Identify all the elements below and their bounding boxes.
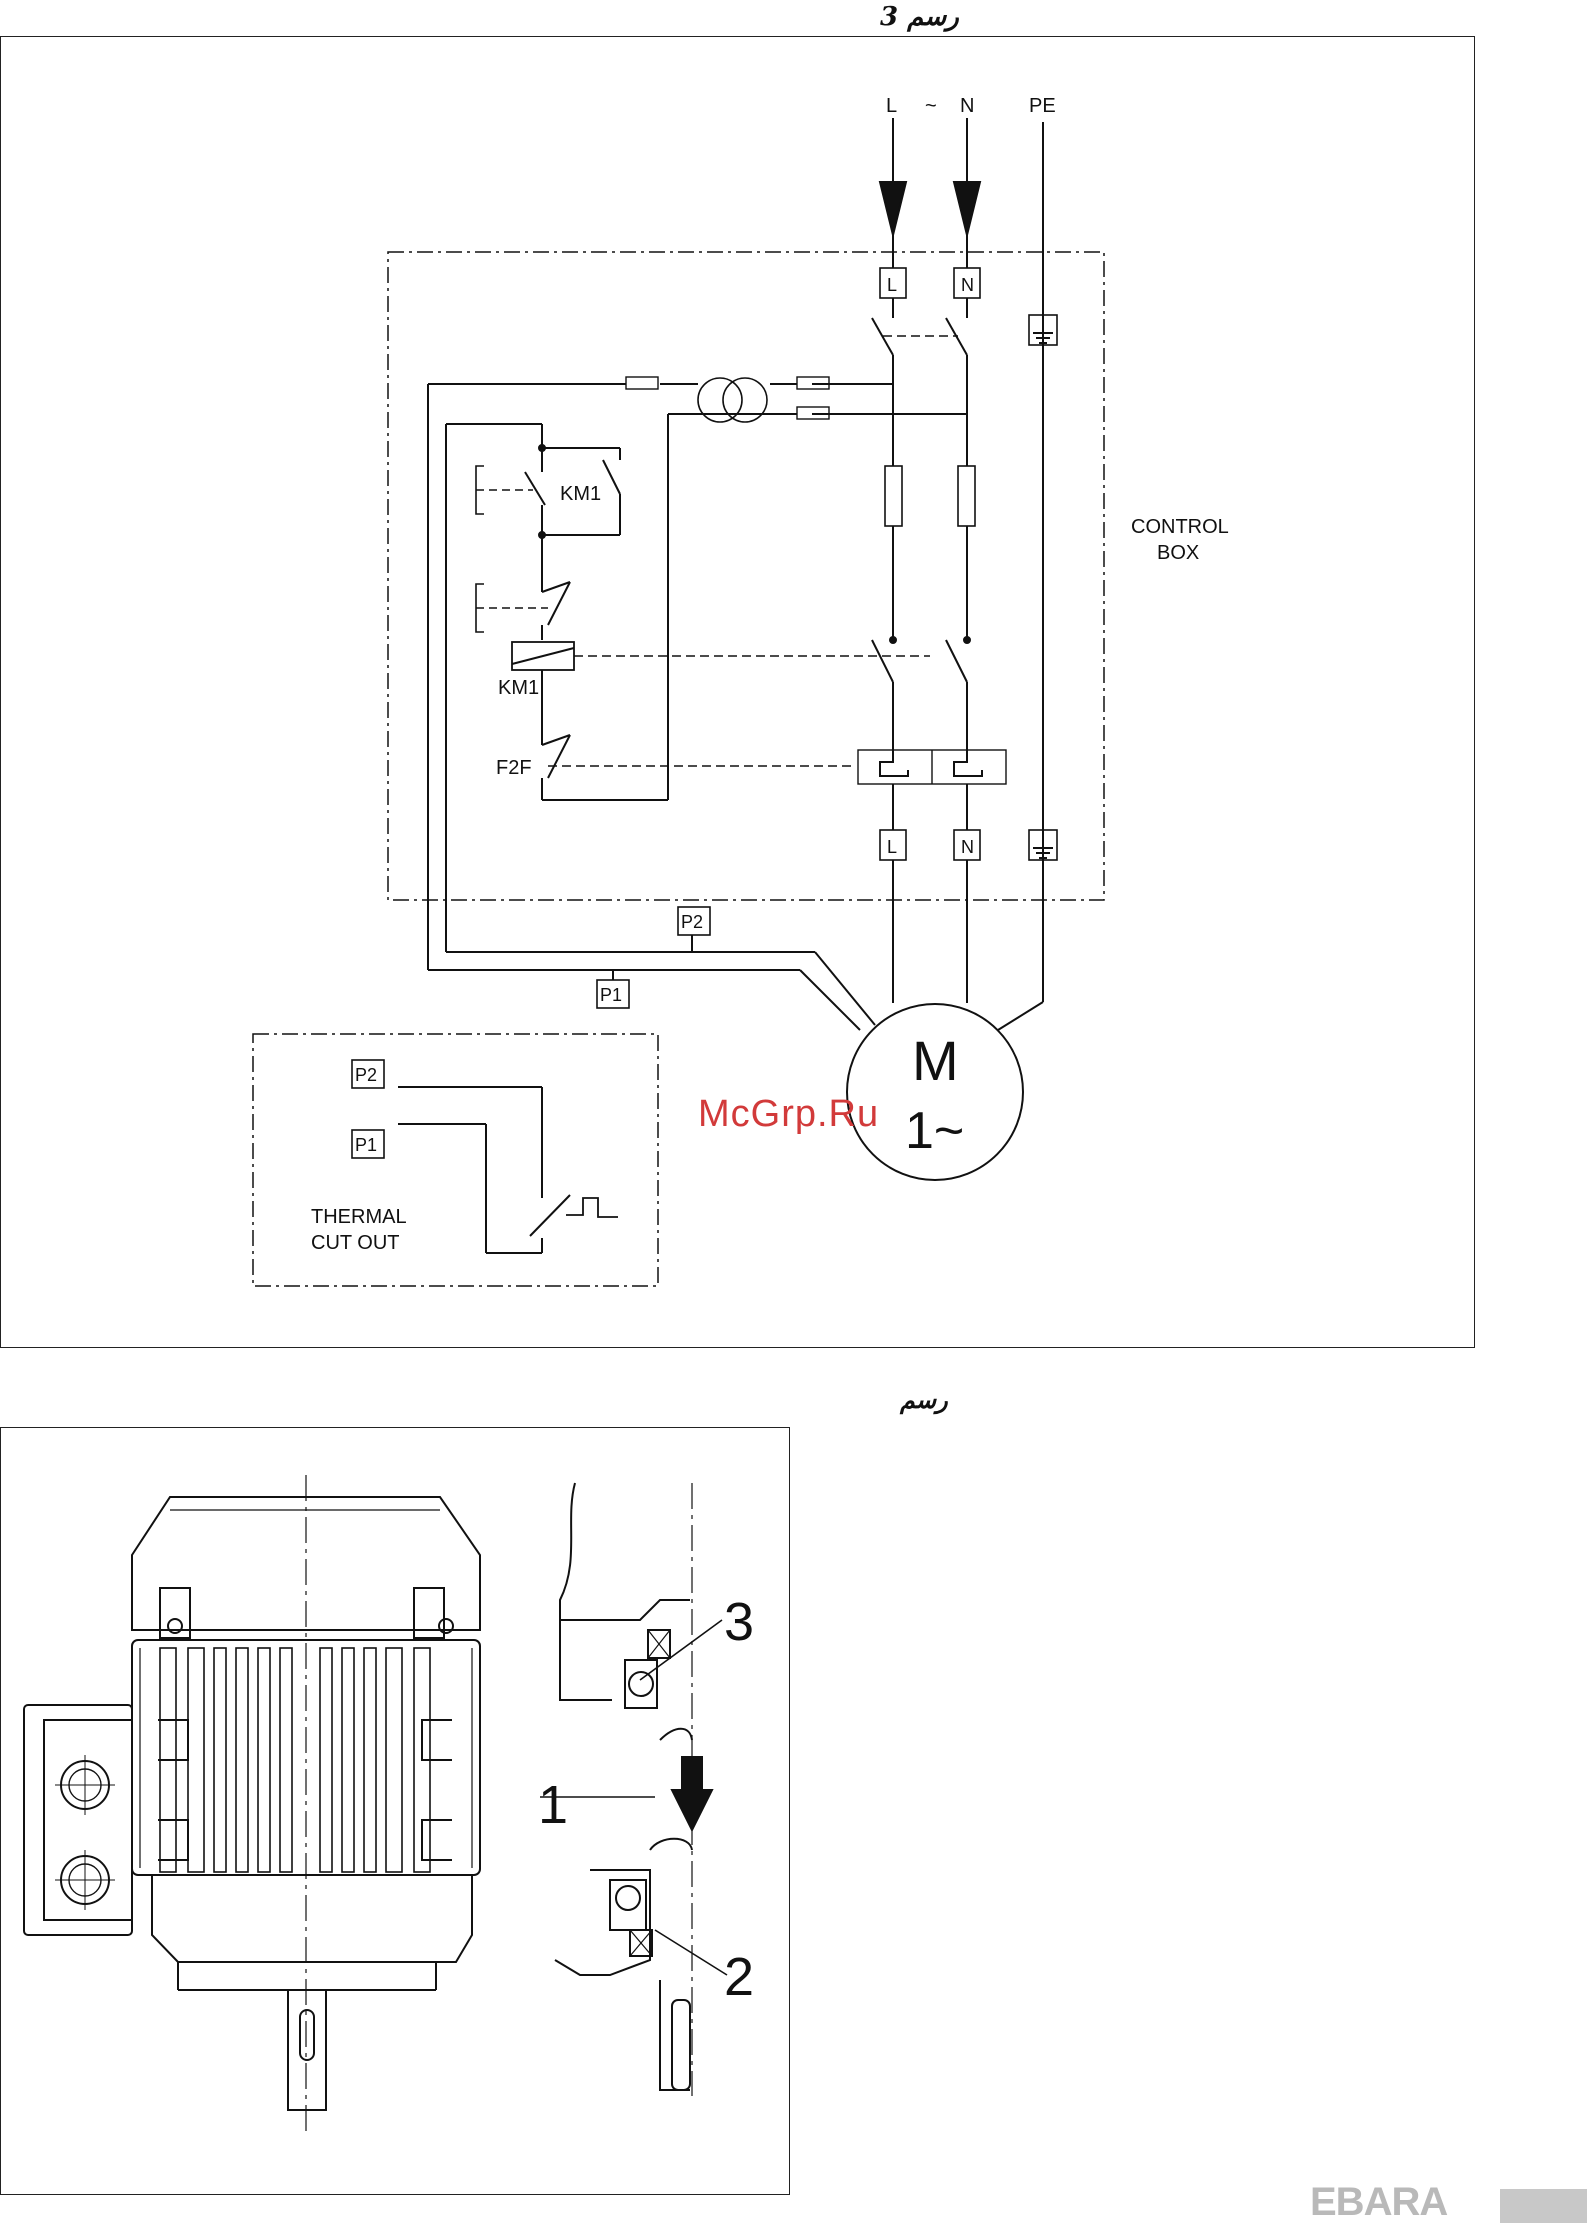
callout-2-label: 2 [724,1947,754,2007]
probe-P2-label: P2 [681,912,703,932]
terminal-N-bottom-label: N [961,837,974,857]
terminal-box [24,1705,132,1935]
terminal-L-top-label: L [887,275,897,295]
fuse-L [885,466,902,526]
callout-3-label: 3 [724,1592,754,1652]
supply-arrow-L [880,182,906,235]
supply-L-label: L [886,95,897,117]
motor-callouts: 1 2 3 [538,1592,754,2007]
watermark: McGrp.Ru [698,1093,879,1136]
thermal-P1-label: P1 [355,1135,377,1155]
probe-P1-label: P1 [600,985,622,1005]
callout-1-label: 1 [538,1775,568,1835]
supply-sep-label: ~ [925,95,937,117]
supply-arrow-N [954,182,980,235]
supply-N-label: N [960,95,974,117]
contactor-contact-label: KM1 [560,483,601,505]
terminal-L-bottom-label: L [887,837,897,857]
supply-PE-label: PE [1029,95,1056,117]
motor-drawing [24,1475,727,2135]
thermal-P2-label: P2 [355,1065,377,1085]
control-box-label-2: BOX [1157,542,1199,564]
brand-bar [1500,2189,1587,2223]
brand-logo: EBARA [1310,2180,1447,2225]
fuse-N [958,466,975,526]
callout-arrow [672,1757,712,1830]
motor-phase-label: 1~ [905,1102,964,1160]
motor-letter-label: M [912,1029,959,1092]
control-box-label-1: CONTROL [1131,516,1229,538]
transformer-coil-2 [723,378,767,422]
thermal-label-2: CUT OUT [311,1232,400,1254]
thermal-label-1: THERMAL [311,1206,407,1228]
wiring-diagram [253,118,1104,1286]
lower-bearing [610,1880,646,1930]
wiring-labels: L ~ N PE L N L N KM1 KM1 F2F CONTROL BOX… [311,95,1229,1254]
terminal-N-top-label: N [961,275,974,295]
relay-contact-label: F2F [496,757,532,779]
motor-shaft [288,1990,326,2110]
transformer-coil-1 [698,378,742,422]
control-box-border [388,252,1104,900]
contactor-coil-label: KM1 [498,677,539,699]
